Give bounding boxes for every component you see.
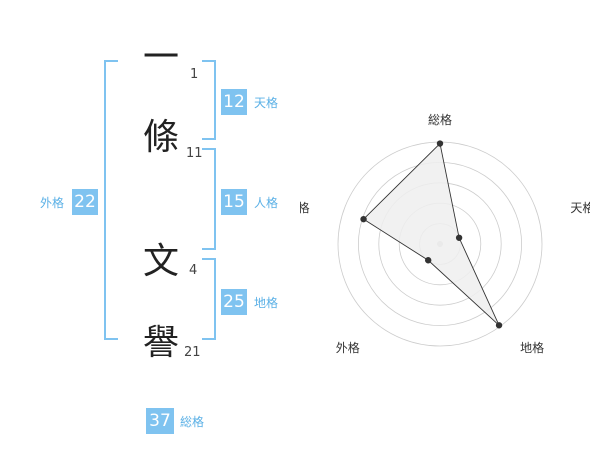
soukaku-label: 総格 (180, 415, 205, 429)
gaikaku-bracket (104, 60, 118, 340)
jinkaku-value: 15 (221, 189, 247, 215)
radar-axis-label-3: 地格 (520, 340, 544, 355)
stroke-count-1: 1 (190, 67, 199, 82)
jinkaku-bracket (202, 148, 216, 250)
stroke-count-3: 4 (189, 263, 198, 278)
radar-polygon (362, 142, 500, 326)
name-char-3: 文 (142, 241, 179, 282)
jinkaku-label: 人格 (254, 196, 279, 210)
tenkaku-bracket (202, 60, 216, 140)
chikaku-value: 25 (221, 289, 247, 315)
name-char-2: 條 (142, 117, 179, 158)
soukaku-value: 37 (146, 408, 174, 434)
radar-axis-label-1: 総格 (428, 112, 452, 127)
gaikaku-label: 外格 (40, 196, 65, 210)
radar-point-2 (455, 234, 463, 241)
name-char-4: 譽 (142, 323, 179, 364)
radar-point-3 (495, 322, 503, 329)
stroke-count-4: 21 (184, 345, 201, 360)
tenkaku-value: 12 (221, 89, 247, 115)
tenkaku-label: 天格 (254, 96, 279, 110)
chikaku-label: 地格 (254, 296, 279, 310)
radar-axis-label-4: 外格 (336, 340, 360, 355)
radar-point-5 (360, 215, 367, 223)
gaikaku-value: 22 (72, 189, 98, 215)
radar-point-4 (424, 257, 432, 264)
radar-axis-label-5: 人格 (300, 200, 310, 215)
radar-point-1 (436, 140, 444, 147)
radar-axis-label-2: 天格 (570, 200, 590, 215)
name-char-1: 一 (142, 37, 179, 78)
stroke-count-2: 11 (186, 146, 203, 161)
chikaku-bracket (202, 258, 216, 340)
